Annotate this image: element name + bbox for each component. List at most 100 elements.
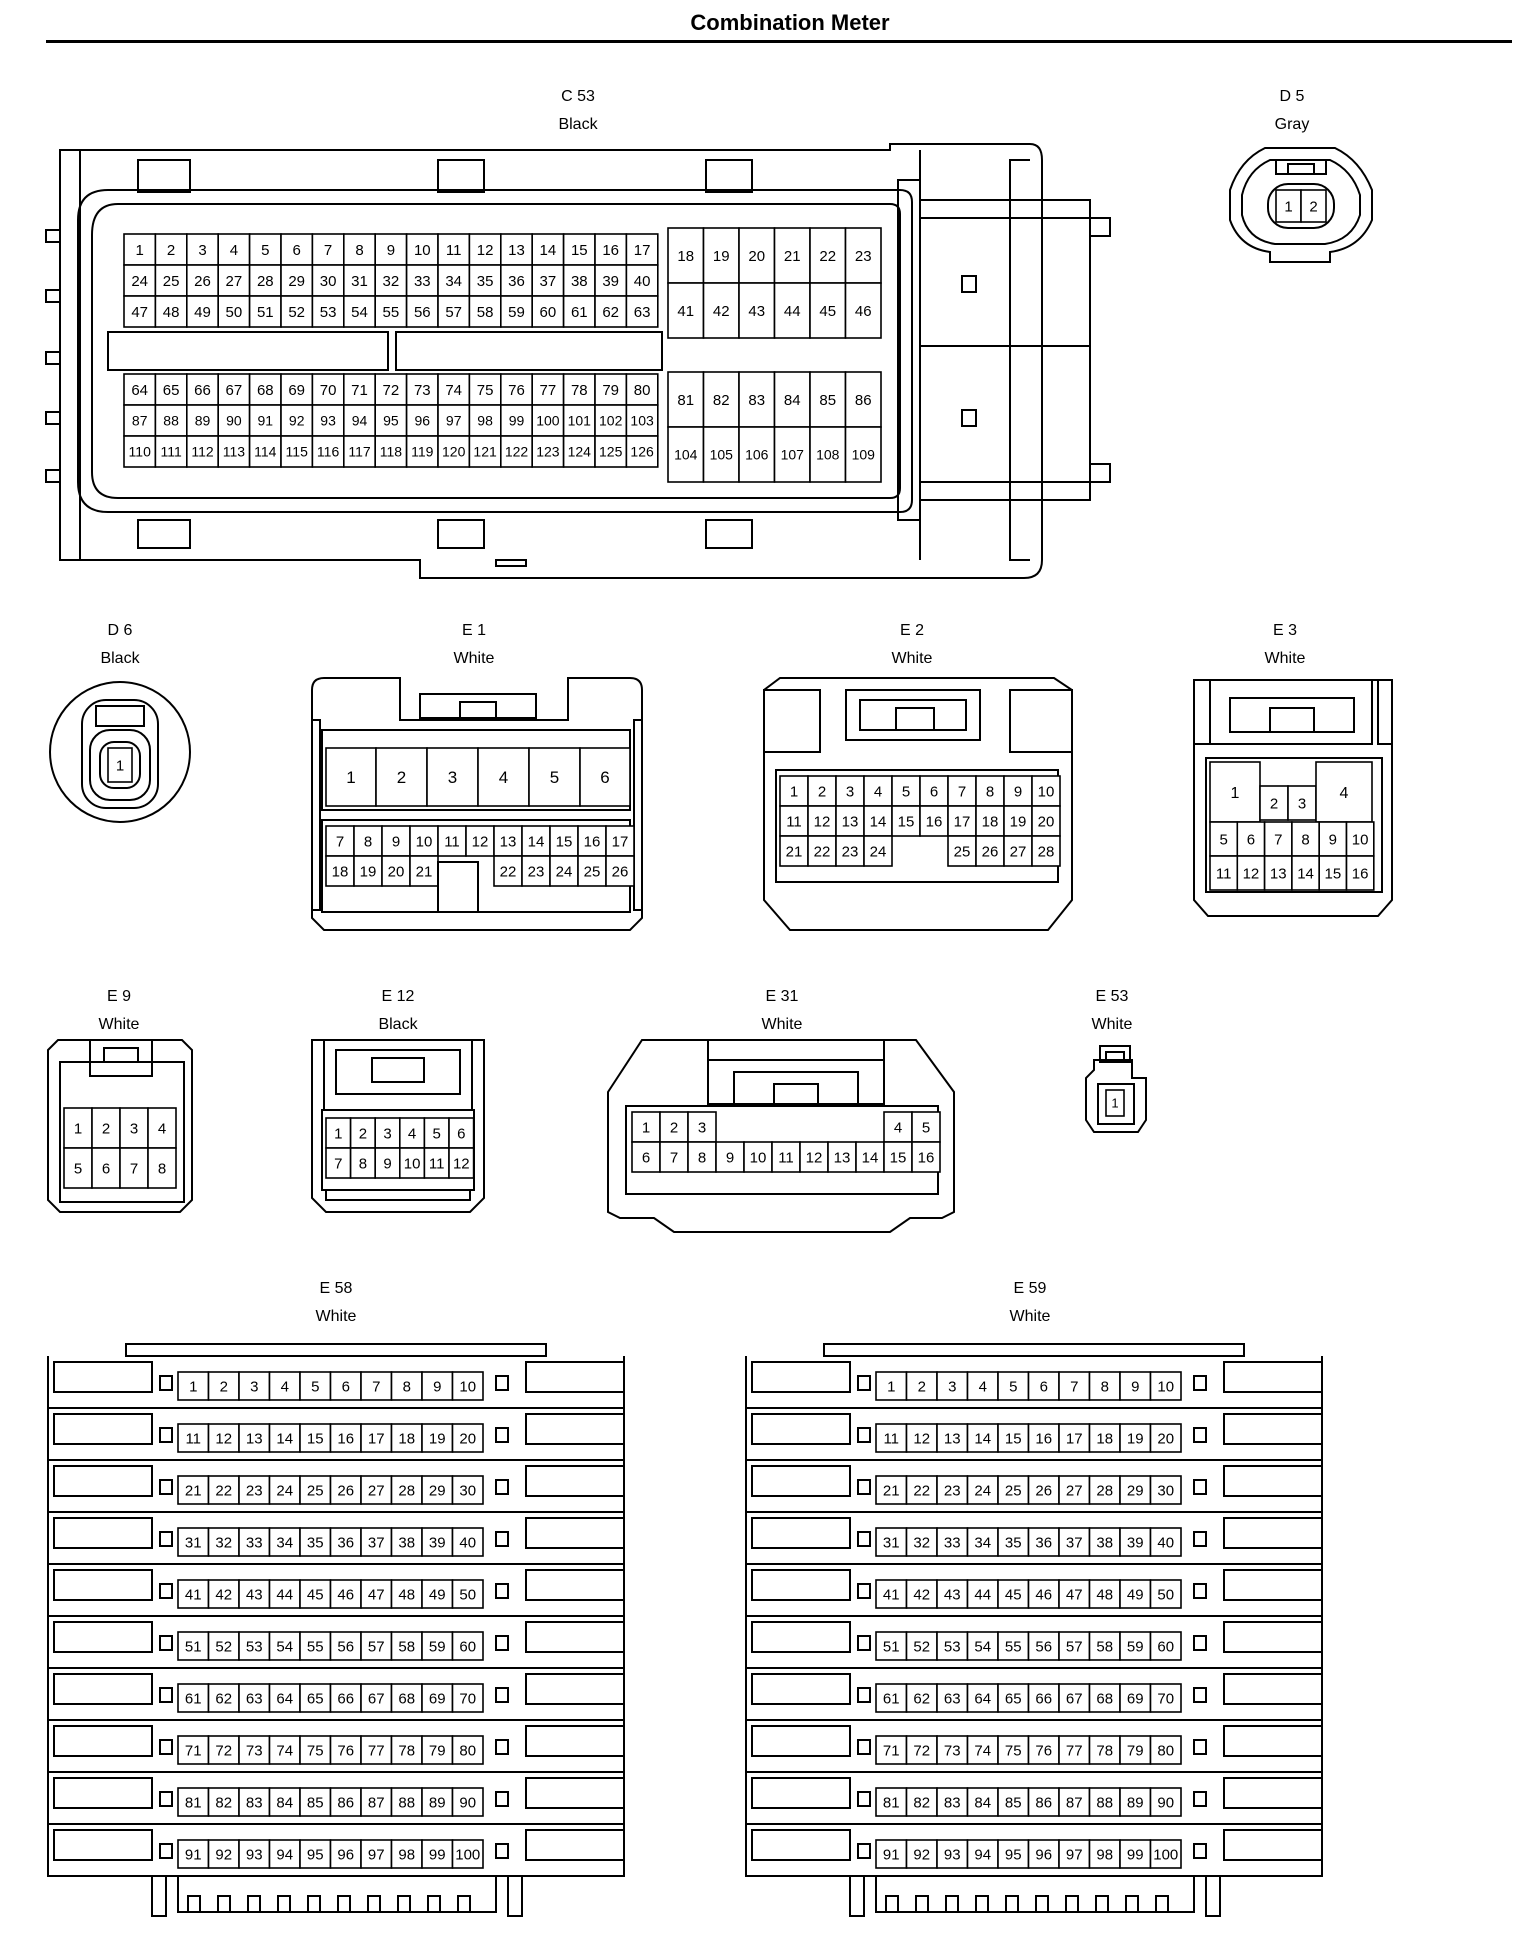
pin-cell	[799, 1141, 829, 1173]
pin-number: 7	[336, 833, 344, 850]
pin-cell	[360, 1631, 393, 1661]
pin-number: 25	[954, 843, 971, 860]
pin-number: 34	[974, 1534, 991, 1551]
pin-number: 52	[913, 1638, 930, 1655]
pin-cell	[905, 1631, 938, 1661]
pin-cell	[835, 805, 865, 837]
pin-number: 24	[131, 273, 148, 290]
pin-number: 3	[698, 1119, 706, 1136]
pin-number: 11	[1216, 865, 1232, 882]
pin-cell	[63, 1147, 93, 1189]
pin-number: 105	[710, 447, 734, 463]
pin-number: 92	[289, 413, 305, 429]
pin-cell	[667, 227, 705, 284]
pin-number: 54	[276, 1638, 293, 1655]
e9-name: E 9	[106, 988, 131, 1005]
pin-cell	[1027, 1423, 1060, 1453]
pin-number: 91	[185, 1846, 202, 1863]
pin-cell	[238, 1787, 271, 1817]
pin-number: 28	[1096, 1482, 1113, 1499]
pin-cell	[360, 1787, 393, 1817]
pin-number: 50	[226, 304, 243, 321]
pin-number: 1	[136, 242, 144, 259]
pin-cell	[207, 1579, 240, 1609]
pin-cell	[771, 1141, 801, 1173]
pin-number: 9	[726, 1149, 734, 1166]
pin-cell	[360, 1423, 393, 1453]
pin-number: 86	[855, 392, 872, 409]
pin-number: 59	[1127, 1638, 1144, 1655]
pin-number: 8	[355, 242, 363, 259]
pin-number: 5	[261, 242, 269, 259]
pin-cell	[329, 1579, 362, 1609]
pin-number: 116	[317, 444, 340, 460]
pin-cell	[659, 1111, 689, 1143]
pin-number: 6	[342, 1378, 350, 1395]
pin-number: 48	[398, 1586, 415, 1603]
pin-number: 78	[1096, 1742, 1113, 1759]
pin-cell	[809, 426, 847, 483]
pin-number: 66	[337, 1690, 354, 1707]
pin-number: 49	[1127, 1586, 1144, 1603]
pin-number: 101	[568, 413, 592, 429]
pin-number: 94	[352, 413, 368, 429]
pin-number: 11	[444, 833, 460, 850]
pin-number: 51	[883, 1638, 900, 1655]
pin-number: 29	[1127, 1482, 1144, 1499]
pin-number: 13	[1270, 865, 1287, 882]
pin-number: 120	[442, 444, 466, 460]
pin-cell	[1058, 1787, 1091, 1817]
pin-number: 29	[288, 273, 305, 290]
pin-cell	[1291, 821, 1321, 857]
pin-number: 3	[948, 1378, 956, 1395]
e1-name: E 1	[461, 622, 486, 639]
pin-cell	[875, 1787, 908, 1817]
pin-number: 75	[1005, 1742, 1022, 1759]
pin-number: 46	[337, 1586, 354, 1603]
pin-cell	[975, 835, 1005, 867]
pin-cell	[1058, 1371, 1091, 1401]
pin-cell	[779, 835, 809, 867]
pin-number: 93	[944, 1846, 961, 1863]
pin-number: 70	[1157, 1690, 1174, 1707]
pin-number: 56	[1035, 1638, 1052, 1655]
pin-number: 26	[982, 843, 999, 860]
pin-cell	[390, 1475, 423, 1505]
pin-cell	[390, 1787, 423, 1817]
pin-number: 23	[528, 863, 545, 880]
pin-number: 77	[368, 1742, 385, 1759]
pin-number: 3	[250, 1378, 258, 1395]
e3-color: White	[1264, 650, 1306, 667]
pin-number: 16	[926, 813, 943, 830]
pin-number: 16	[1352, 865, 1369, 882]
pin-cell	[421, 1631, 454, 1661]
pin-cell	[1088, 1579, 1121, 1609]
pin-cell	[905, 1787, 938, 1817]
pin-cell	[844, 282, 882, 339]
pin-cell	[238, 1423, 271, 1453]
pin-number: 36	[508, 273, 525, 290]
pin-number: 62	[913, 1690, 930, 1707]
e59-name: E 59	[1013, 1280, 1047, 1297]
d5-color: Gray	[1274, 116, 1310, 133]
pin-cell	[1345, 821, 1375, 857]
pin-number: 11	[429, 1155, 445, 1172]
pin-number: 8	[364, 833, 372, 850]
pin-cell	[594, 264, 628, 297]
pin-cell	[465, 825, 495, 857]
pin-number: 65	[1005, 1690, 1022, 1707]
pin-number: 5	[1009, 1378, 1017, 1395]
pin-cell	[905, 1371, 938, 1401]
pin-number: 67	[1066, 1690, 1083, 1707]
pin-number: 20	[388, 863, 405, 880]
pin-number: 18	[1096, 1430, 1113, 1447]
pin-cell	[966, 1683, 999, 1713]
pin-cell	[562, 435, 596, 468]
pin-cell	[625, 264, 659, 297]
pin-cell	[147, 1147, 177, 1189]
pin-cell	[238, 1683, 271, 1713]
pin-number: 47	[131, 304, 148, 321]
pin-number: 31	[351, 273, 368, 290]
pin-number: 37	[1066, 1534, 1083, 1551]
